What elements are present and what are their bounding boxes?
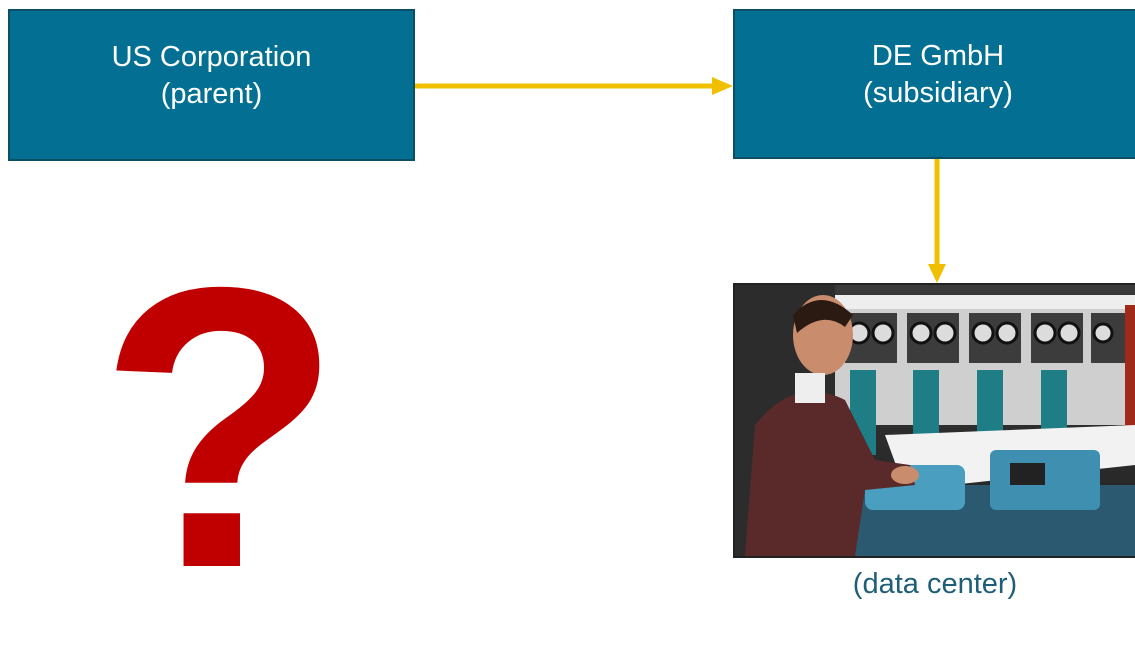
data-center-illustration (735, 285, 1135, 556)
subsidiary-node-role: (subsidiary) (863, 77, 1013, 109)
parent-node-title: US Corporation (111, 41, 312, 73)
data-center-photo (733, 283, 1135, 558)
parent-node: US Corporation (parent) (8, 9, 415, 161)
question-mark-icon: ? (98, 204, 343, 651)
connector-arrows (415, 77, 946, 283)
arrow-parent-to-subsidiary (415, 77, 733, 95)
subsidiary-node-title: DE GmbH (871, 40, 1005, 72)
arrow-subsidiary-to-data-center (928, 159, 946, 283)
data-center-caption: (data center) (852, 568, 1018, 600)
parent-node-role: (parent) (160, 78, 263, 110)
subsidiary-node: DE GmbH (subsidiary) (733, 9, 1135, 159)
